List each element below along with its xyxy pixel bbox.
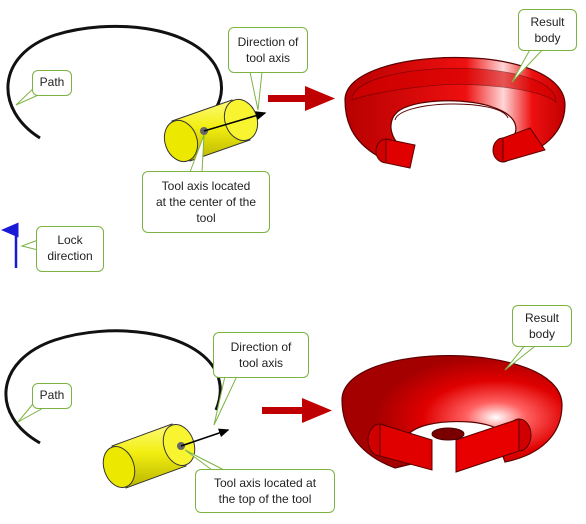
result-body-label-top: Result body <box>518 9 577 51</box>
axis-direction-label-bottom: Direction of tool axis <box>213 332 309 378</box>
axis-direction-label-top: Direction of tool axis <box>228 27 308 73</box>
lock-direction-label: Lock direction <box>36 226 104 272</box>
result-body-label-bottom: Result body <box>512 305 572 347</box>
tool-cylinder-top <box>163 98 259 163</box>
flow-arrow-bottom <box>262 398 332 423</box>
axis-direction-arrow-top <box>203 111 267 132</box>
result-body-top <box>344 57 566 169</box>
result-body-bottom <box>341 355 563 473</box>
path-curve-bottom <box>4 329 222 445</box>
flow-arrow-top <box>268 86 335 111</box>
axis-location-label-bottom: Tool axis located at the top of the tool <box>195 469 335 513</box>
path-label-top: Path <box>32 70 72 96</box>
path-curve-top <box>6 24 223 140</box>
tool-cylinder-bottom <box>102 423 196 489</box>
axis-location-label-top: Tool axis located at the center of the t… <box>142 171 270 233</box>
direction-callout-pointer-bottom <box>213 375 238 426</box>
axis-direction-arrow-bottom <box>180 428 230 447</box>
path-label-bottom: Path <box>32 383 72 409</box>
direction-callout-pointer-top <box>249 71 263 111</box>
